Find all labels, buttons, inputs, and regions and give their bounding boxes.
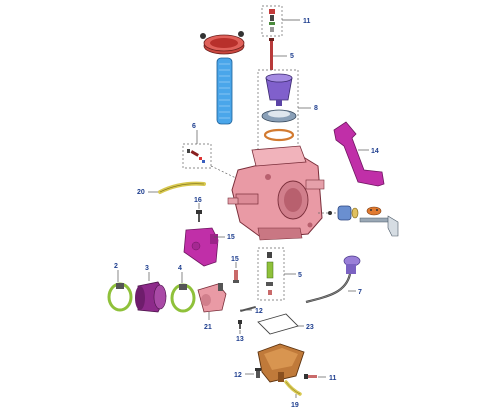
part-3-group: 3	[135, 265, 167, 313]
throttle-stop-housing[interactable]	[197, 283, 227, 313]
choke-plunger-assembly[interactable]	[318, 205, 399, 237]
part-8-group: 8	[257, 69, 318, 151]
part-20-group: 20	[137, 181, 206, 196]
carburetor-body[interactable]	[227, 145, 325, 241]
callout-9: 11	[303, 18, 311, 25]
needle-jet-holder[interactable]	[261, 109, 297, 123]
part-21-group: 21	[197, 283, 227, 331]
part-23-group: 23	[257, 313, 314, 335]
throttle-position-sensor[interactable]	[183, 227, 219, 267]
callout-18: 14	[371, 148, 379, 155]
callout-17: 15	[227, 234, 235, 241]
main-jet-set[interactable]	[266, 252, 274, 295]
throttle-linkage-bracket[interactable]	[333, 121, 385, 187]
hose-clamp-left[interactable]	[107, 282, 133, 312]
idle-screw-kit[interactable]	[187, 149, 205, 163]
callout-14: 12	[255, 308, 263, 315]
part-12-group: 12	[234, 368, 261, 379]
needle-valve-kit[interactable]	[269, 9, 275, 32]
callout-2: 2	[114, 263, 118, 270]
vent-hose[interactable]	[158, 181, 206, 194]
callout-4: 4	[178, 265, 182, 272]
mounting-screw[interactable]	[196, 210, 202, 222]
part-14-group: 12	[240, 305, 263, 315]
callout-6: 6	[192, 123, 196, 130]
top-cap-assembly[interactable]	[200, 31, 245, 55]
callout-21: 21	[204, 324, 212, 331]
hose-clamp-right[interactable]	[170, 283, 196, 313]
intake-boot[interactable]	[135, 281, 167, 313]
callout-13: 13	[236, 336, 244, 343]
callout-3: 3	[145, 265, 149, 272]
drain-hose[interactable]	[284, 380, 302, 396]
part-13-group: 13	[236, 320, 244, 343]
part-16-group: 16	[194, 197, 202, 222]
intake-screen-filter[interactable]	[216, 57, 233, 125]
callout-15: 15	[231, 256, 239, 263]
part-5-lower: 5	[257, 247, 302, 301]
callout-16: 16	[194, 197, 202, 204]
callout-5-lower: 5	[298, 272, 302, 279]
part-7-group: 7	[305, 255, 362, 304]
callout-8: 8	[314, 105, 318, 112]
part-17-group: 15	[183, 227, 235, 267]
part-19-group: 19	[284, 380, 302, 409]
throttle-slide[interactable]	[265, 73, 293, 106]
part-5-upper: 5	[269, 38, 294, 70]
drain-screw[interactable]	[255, 368, 261, 378]
callout-5-upper: 5	[290, 53, 294, 60]
float-bowl-gasket[interactable]	[257, 313, 299, 335]
float-screw[interactable]	[238, 320, 242, 329]
part-4-group: 4	[170, 265, 196, 313]
part-2-group: 2	[107, 263, 133, 312]
callout-20: 20	[137, 189, 145, 196]
part-18-group: 14	[333, 121, 385, 187]
callout-12: 12	[234, 372, 242, 379]
part-9-group: 11	[261, 5, 311, 37]
float-pin[interactable]	[240, 305, 256, 313]
throttle-cable[interactable]	[305, 255, 361, 304]
drain-plug[interactable]	[304, 374, 317, 379]
callout-19: 19	[291, 402, 299, 409]
pilot-jet-bolt[interactable]	[233, 270, 239, 283]
callout-11: 11	[329, 375, 337, 382]
o-ring-seal[interactable]	[263, 128, 295, 142]
float-bowl[interactable]	[257, 343, 305, 383]
part-6-group: 6	[182, 123, 241, 181]
callout-7: 7	[358, 289, 362, 296]
part-15-group: 15	[231, 256, 239, 283]
part-11-group: 11	[304, 374, 337, 382]
callout-23: 23	[306, 324, 314, 331]
jet-needle[interactable]	[269, 38, 274, 70]
